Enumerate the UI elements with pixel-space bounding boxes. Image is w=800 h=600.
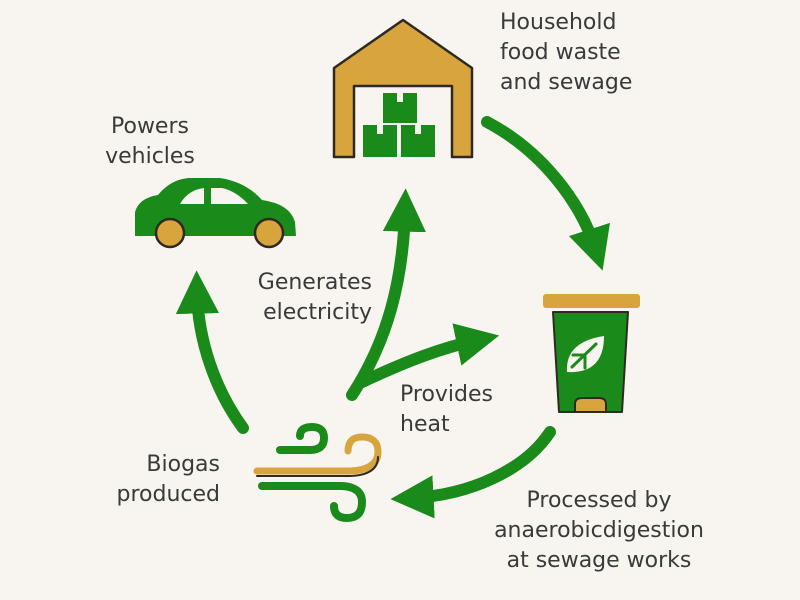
leaf-icon xyxy=(566,336,604,373)
label-household-waste: Household food waste and sewage xyxy=(500,10,633,95)
cycle-arrows xyxy=(175,116,610,519)
label-processed: Processed by anaerobicdigestion at sewag… xyxy=(494,488,704,573)
gas-wind-icon xyxy=(253,422,382,523)
compost-bin-icon xyxy=(543,294,640,413)
box-icon xyxy=(363,125,397,157)
arrow-bin-to-biogas xyxy=(390,426,556,519)
label-generates-electricity: Generates electricity xyxy=(257,270,372,325)
warehouse-icon xyxy=(332,18,474,159)
label-powers-vehicles: Powers vehicles xyxy=(105,114,195,169)
arrow-waste-to-bin xyxy=(481,116,610,271)
arrow-biogas-to-bin xyxy=(356,323,500,388)
box-icon xyxy=(383,93,417,123)
box-icon xyxy=(401,125,435,157)
car-icon xyxy=(135,178,296,249)
label-biogas-produced: Biogas produced xyxy=(116,452,221,507)
label-provides-heat: Provides heat xyxy=(400,382,493,437)
arrow-biogas-to-car xyxy=(175,270,249,434)
